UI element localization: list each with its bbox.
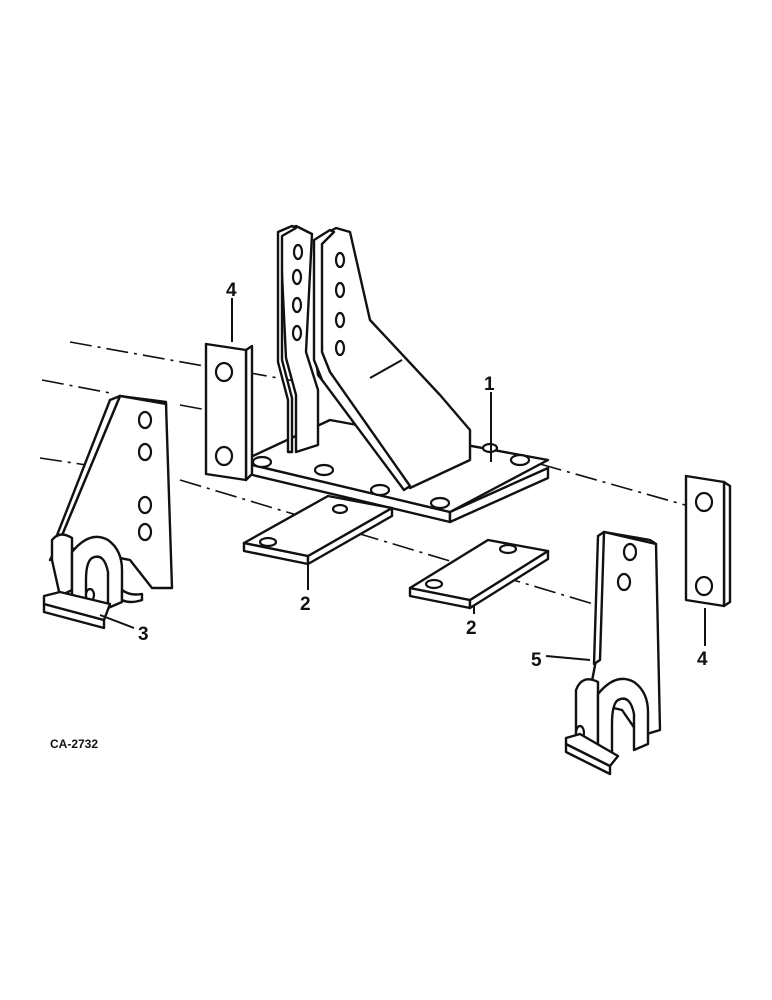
- part-1-hitch-bracket: [238, 224, 550, 524]
- part-4-right-spacer: [684, 474, 732, 608]
- callout-part-4-right: 4: [697, 649, 708, 670]
- drawing-code: CA-2732: [50, 737, 98, 751]
- callout-part-4-left: 4: [226, 280, 237, 301]
- leader-lines: [99, 298, 706, 661]
- callout-part-2-left: 2: [300, 594, 311, 615]
- part-2-left-flat-bar: [242, 494, 394, 566]
- callout-part-3: 3: [138, 624, 149, 645]
- part-5-right-gusset: [564, 530, 662, 776]
- part-4-left-spacer: [204, 342, 254, 482]
- callout-part-5: 5: [531, 650, 542, 671]
- callout-part-1: 1: [484, 374, 495, 395]
- alignment-lines: [39, 341, 686, 613]
- part-3-left-gusset: [42, 394, 174, 630]
- part-2-right-flat-bar: [408, 538, 550, 610]
- callouts: 1 2 2 3 4 4 5: [138, 280, 708, 671]
- callout-part-2-right: 2: [466, 618, 477, 639]
